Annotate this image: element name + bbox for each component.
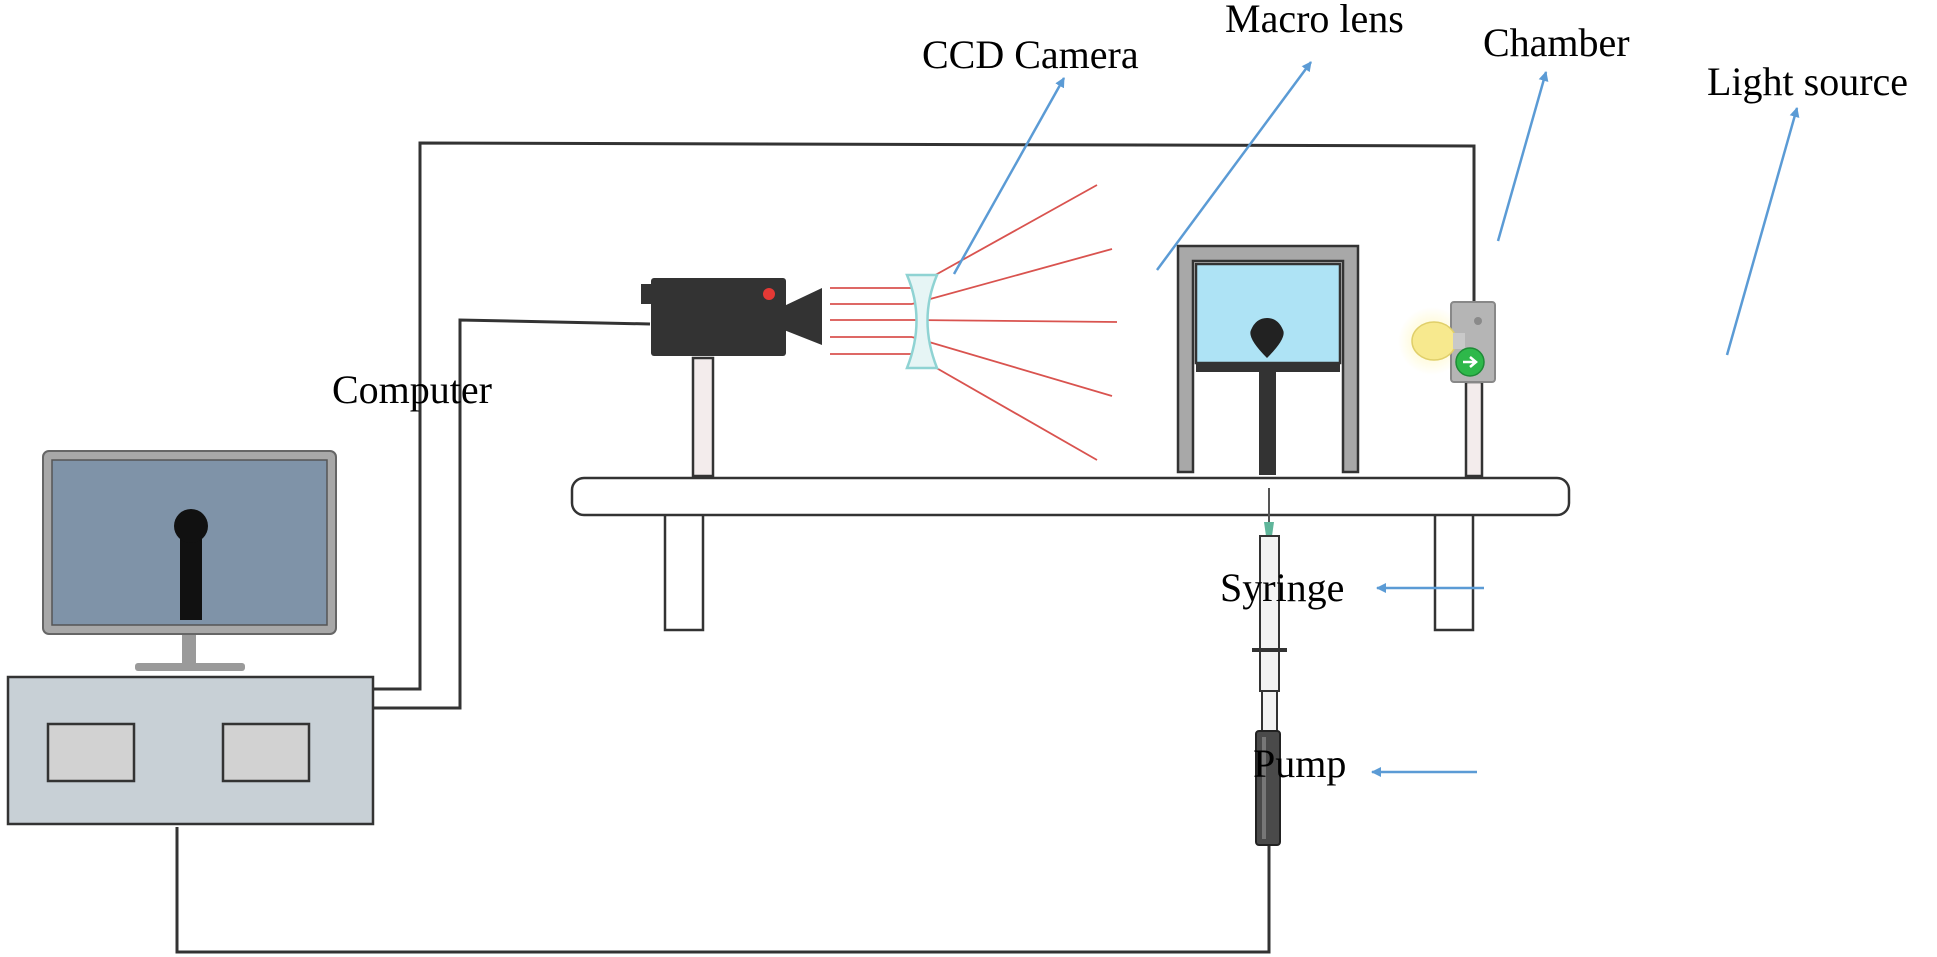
label-pump: Pump [1253,741,1346,786]
optical-table [570,476,1571,632]
chamber [1176,244,1360,475]
bulb-icon [1411,321,1457,361]
camera-body [651,278,786,356]
ccd-camera [641,278,822,478]
camera-objective [784,288,822,345]
drive-bay-right [221,722,311,783]
arrow-chamber [1496,71,1549,242]
ray [911,319,1118,323]
light-housing-dot [1474,317,1482,325]
light-post [1464,380,1484,478]
bulb-base [1453,333,1465,349]
label-syringe: Syringe [1220,565,1344,610]
macro-lens [905,273,939,370]
label-chamber: Chamber [1483,20,1630,65]
label-ccd-camera: CCD Camera [922,32,1139,77]
chamber-stage [1196,362,1340,372]
screen-droplet-stem [180,530,202,620]
callout-arrows [952,61,1800,777]
table-leg-left [663,510,705,632]
label-light-source: Light source [1707,59,1908,104]
cable-computer-to-pump [175,827,1271,954]
camera-post [691,356,715,478]
drive-bay-left [46,722,136,783]
pump [1255,730,1281,846]
monitor-base [135,663,245,671]
label-macro-lens: Macro lens [1225,0,1404,41]
ray [911,248,1113,305]
syringe-flange [1252,648,1287,652]
arrow-light-source [1725,107,1800,356]
chamber-post [1259,372,1276,475]
chamber-frame [1176,244,1360,474]
ray [911,353,1098,461]
cables [175,141,1476,954]
droplet [1250,318,1284,358]
syringe [1252,488,1287,732]
table-leg-right [1433,510,1475,632]
label-computer: Computer [332,367,492,412]
arrow-ccd-camera [952,77,1066,275]
cable-computer-to-camera [373,318,651,710]
light-source [1398,301,1496,478]
ray [911,336,1113,397]
switch-mark [1463,356,1478,368]
syringe-plunger [1261,690,1278,732]
light-rays [830,184,1118,461]
screen-droplet [174,509,208,543]
syringe-tip [1264,522,1274,536]
camera-record-light [763,288,775,300]
pump-highlight [1262,737,1266,839]
monitor-stand [182,633,196,665]
cable-computer-to-light [373,141,1476,691]
table-top [570,476,1571,517]
syringe-barrel [1259,535,1280,692]
computer [6,450,375,826]
ray [911,184,1098,289]
arrow-macro-lens [1155,61,1313,271]
